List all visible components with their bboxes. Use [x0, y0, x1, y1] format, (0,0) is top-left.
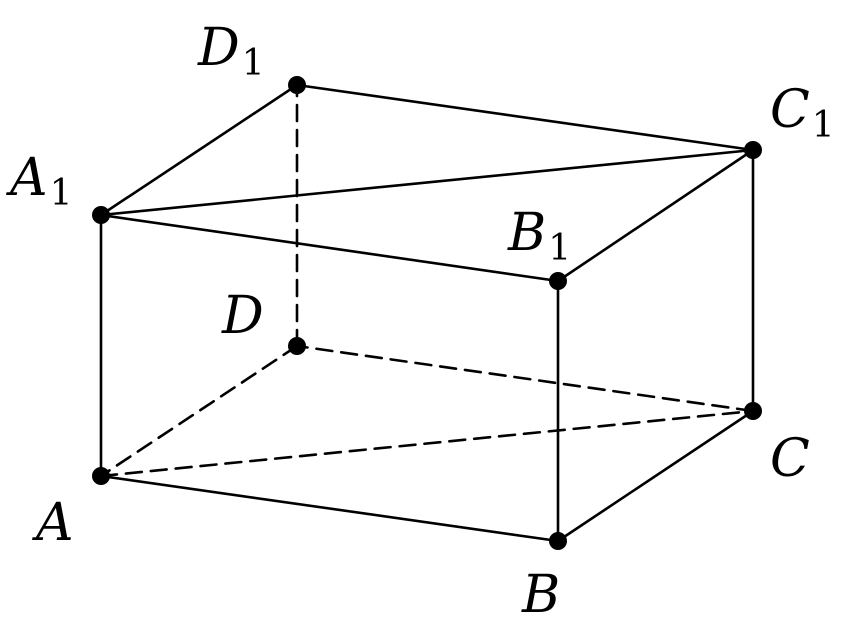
- label-letter: A: [6, 148, 48, 208]
- edge-c1-d1: [295, 83, 755, 152]
- label-subscript: 1: [548, 228, 571, 269]
- vertex-c: [744, 402, 762, 420]
- edge-a1-b1: [99, 213, 560, 283]
- label-letter: C: [770, 80, 810, 140]
- label-subscript: 1: [50, 173, 73, 214]
- edge-a1-c1: [99, 148, 755, 217]
- edge-d1-a1: [99, 83, 299, 217]
- label-d: D: [221, 286, 264, 346]
- vertex-d: [288, 337, 306, 355]
- edge-a-b: [99, 474, 560, 543]
- label-b: B: [521, 565, 560, 622]
- edge-d-a: [99, 344, 299, 478]
- vertex-b1: [549, 272, 567, 290]
- edge-a-c: [99, 409, 755, 478]
- label-letter: B: [507, 203, 546, 263]
- label-a1: A1: [6, 148, 72, 214]
- edge-b1-c1: [556, 148, 755, 283]
- label-a: A: [32, 493, 74, 553]
- vertex-a1: [92, 206, 110, 224]
- label-letter: D: [221, 286, 264, 346]
- vertices-group: [92, 76, 762, 550]
- label-subscript: 1: [812, 105, 835, 146]
- label-subscript: 1: [242, 43, 265, 84]
- vertex-d1: [288, 76, 306, 94]
- edge-b-c: [556, 409, 755, 543]
- vertex-a: [92, 467, 110, 485]
- label-letter: D: [197, 18, 240, 78]
- edges-group: [99, 83, 755, 543]
- label-c: C: [770, 429, 810, 489]
- label-letter: C: [770, 429, 810, 489]
- vertex-b: [549, 532, 567, 550]
- edge-c-d: [295, 344, 755, 413]
- label-c1: C1: [770, 80, 835, 146]
- label-b1: B1: [507, 203, 571, 269]
- label-d1: D1: [197, 18, 265, 84]
- vertex-c1: [744, 141, 762, 159]
- label-letter: A: [32, 493, 74, 553]
- label-letter: B: [521, 565, 560, 622]
